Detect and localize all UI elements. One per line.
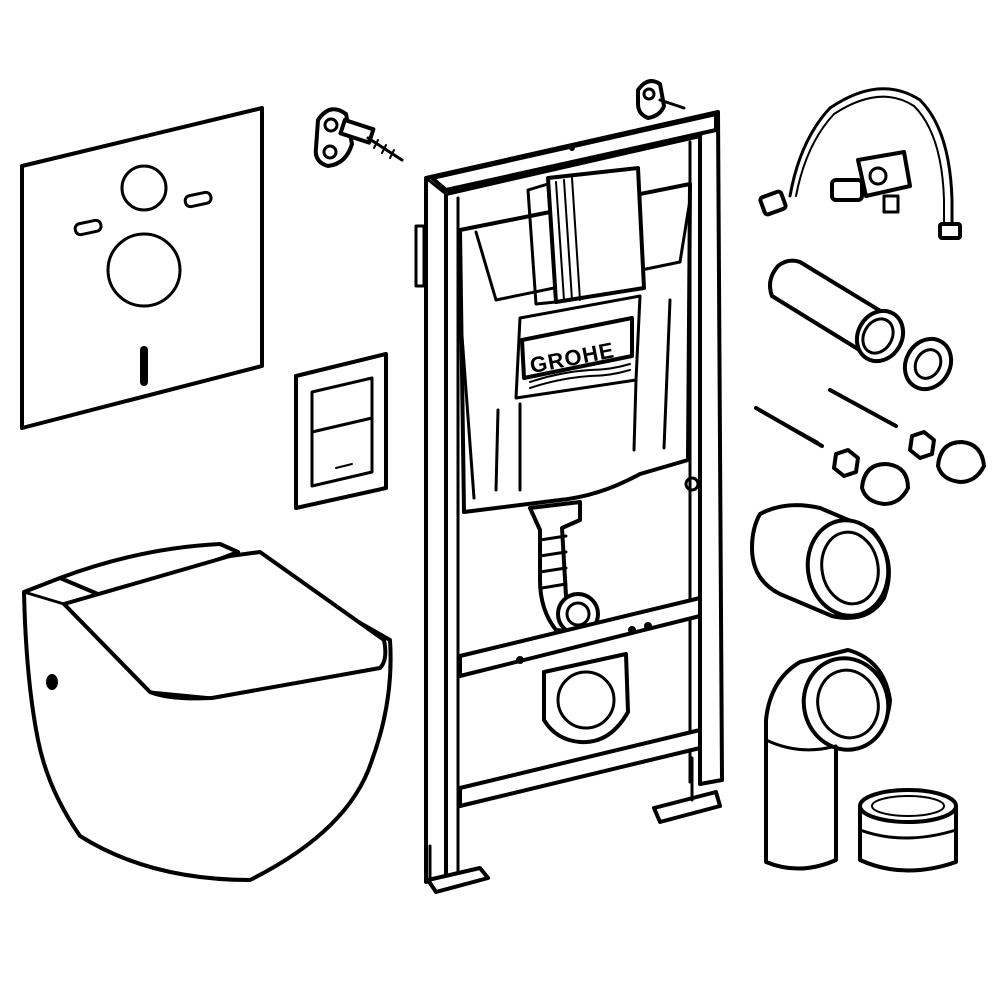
supply-hose-and-valve <box>758 87 962 240</box>
sound-insulation-pad <box>20 106 264 430</box>
flush-plate <box>294 352 388 510</box>
frame-fixing-brackets-top <box>636 79 686 120</box>
protective-cap <box>858 788 958 873</box>
flush-pipe <box>768 258 954 392</box>
brand-plate <box>520 316 634 380</box>
mounting-bolts <box>754 388 986 506</box>
pan-connector <box>750 503 891 620</box>
frame-fixing-brackets-left <box>313 107 404 168</box>
installation-frame: GROHE <box>414 110 724 894</box>
drain-bend <box>764 648 892 871</box>
wall-hung-toilet <box>22 542 393 882</box>
